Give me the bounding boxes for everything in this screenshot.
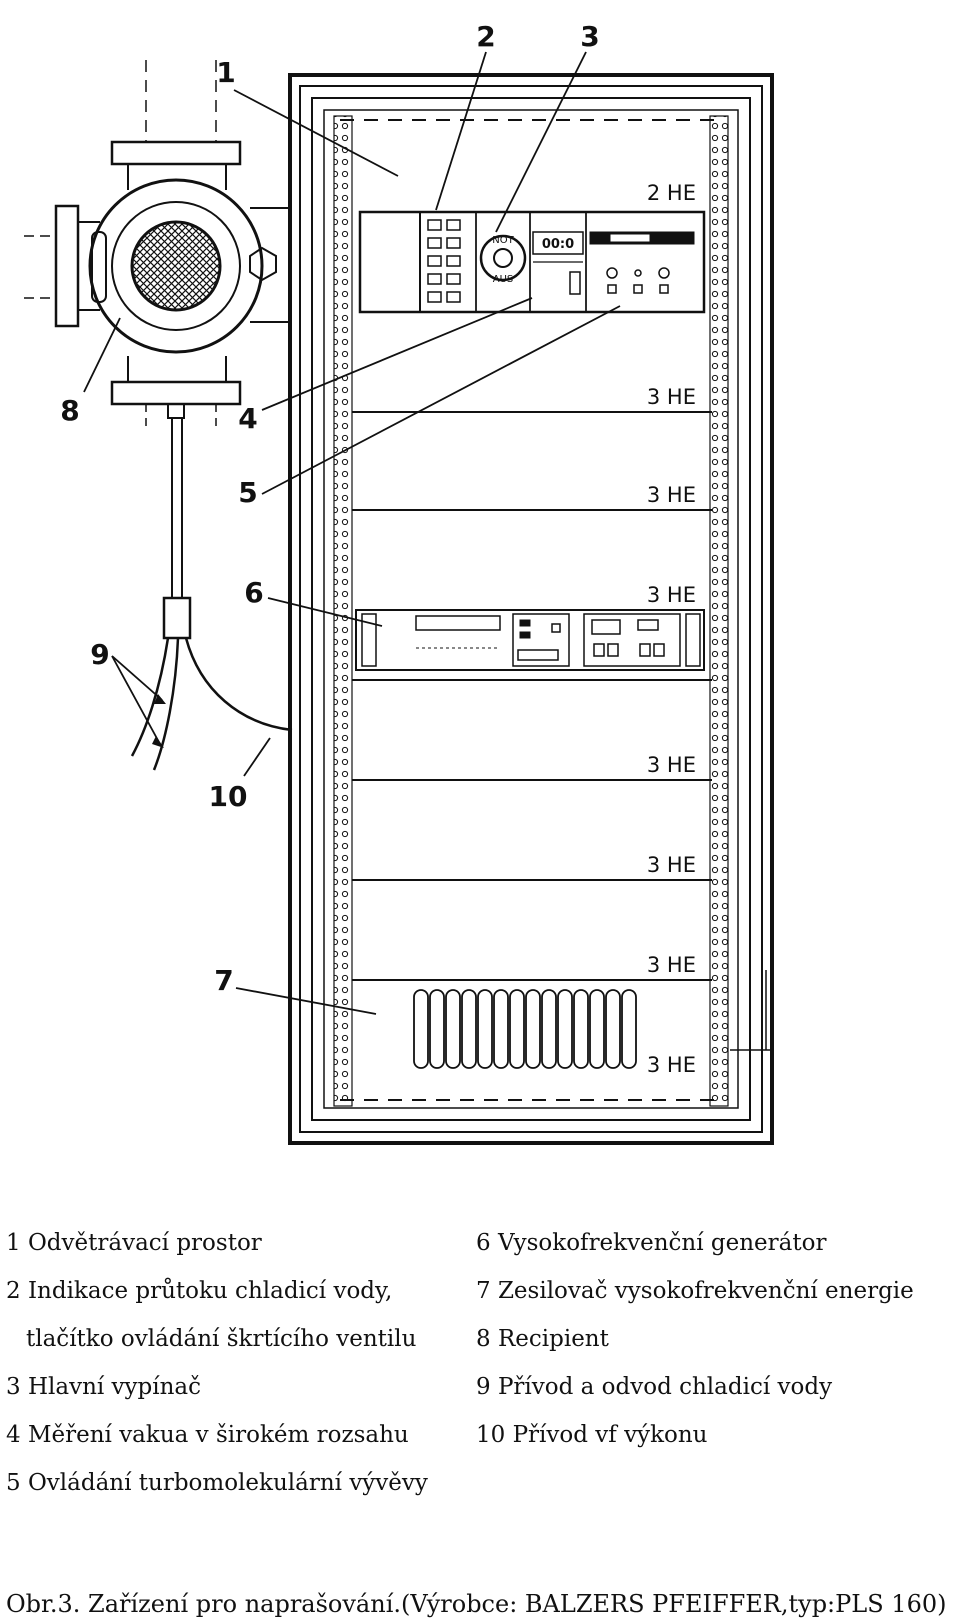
legend-item: 6 Vysokofrekvenční generátor [476, 1230, 827, 1256]
sputtering-device-drawing: NOT AUS 00:0 [24, 20, 774, 1145]
callout-1: 1 [216, 56, 235, 89]
leader-lines [83, 51, 621, 1015]
legend-item: 1 Odvětrávací prostor [6, 1230, 262, 1256]
legend-item: 8 Recipient [476, 1326, 609, 1352]
gauge-display: 00:0 [542, 237, 574, 252]
legend-right-column: 6 Vysokofrekvenční generátor 7 Zesilovač… [476, 1228, 914, 1468]
he-label: 3 HE [647, 1053, 696, 1077]
callout-9: 9 [90, 638, 109, 671]
right-rail [709, 115, 729, 1107]
main-switch: NOT AUS [475, 211, 531, 313]
callout-6: 6 [244, 576, 263, 609]
legend-item: 2 Indikace průtoku chladicí vody, [6, 1278, 393, 1304]
legend-item: 10 Přívod vf výkonu [476, 1422, 708, 1448]
figure-caption: Obr.3. Zařízení pro naprašování.(Výrobce… [6, 1590, 947, 1618]
vacuum-gauge-module: 00:0 [529, 211, 587, 313]
legend-left-column: 1 Odvětrávací prostor 2 Indikace průtoku… [6, 1228, 428, 1516]
turbopump-control-module [585, 211, 705, 313]
legend-item: 5 Ovládání turbomolekulární vývěvy [6, 1470, 428, 1496]
legend-item: 7 Zesilovač vysokofrekvenční energie [476, 1278, 914, 1304]
legend-item: 3 Hlavní vypínač [6, 1374, 202, 1400]
callout-4: 4 [238, 402, 257, 435]
callout-10: 10 [209, 780, 248, 813]
he-label: 3 HE [647, 953, 696, 977]
callout-numbers: 1 2 3 4 5 6 7 8 9 10 [60, 20, 599, 997]
he-label: 3 HE [647, 583, 696, 607]
callout-7: 7 [214, 964, 233, 997]
callout-8: 8 [60, 394, 79, 427]
switch-on-label: NOT [492, 235, 514, 246]
rf-generator-panel [355, 609, 705, 671]
he-label: 3 HE [647, 385, 696, 409]
rf-amplifier-panel [413, 989, 637, 1069]
rack-cabinet [288, 73, 774, 1145]
legend-item: 4 Měření vakua v širokém rozsahu [6, 1422, 409, 1448]
callout-2: 2 [476, 20, 495, 53]
switch-off-label: AUS [493, 274, 514, 285]
he-label: 3 HE [647, 753, 696, 777]
legend-item-continuation: tlačítko ovládání škrtícího ventilu [26, 1326, 417, 1352]
legend-item: 9 Přívod a odvod chladicí vody [476, 1374, 833, 1400]
he-label: 2 HE [647, 181, 696, 205]
left-rail [333, 115, 353, 1107]
rack-unit-labels: 2 HE 3 HE 3 HE 3 HE 3 HE 3 HE 3 HE 3 HE [647, 181, 696, 1077]
he-label: 3 HE [647, 853, 696, 877]
recipient-chamber [24, 60, 293, 771]
cooling-water-keypad [419, 211, 477, 313]
diagram-svg: NOT AUS 00:0 [24, 20, 774, 1145]
callout-5: 5 [238, 476, 257, 509]
callout-3: 3 [580, 20, 599, 53]
he-label: 3 HE [647, 483, 696, 507]
control-panel: NOT AUS 00:0 [358, 210, 706, 314]
